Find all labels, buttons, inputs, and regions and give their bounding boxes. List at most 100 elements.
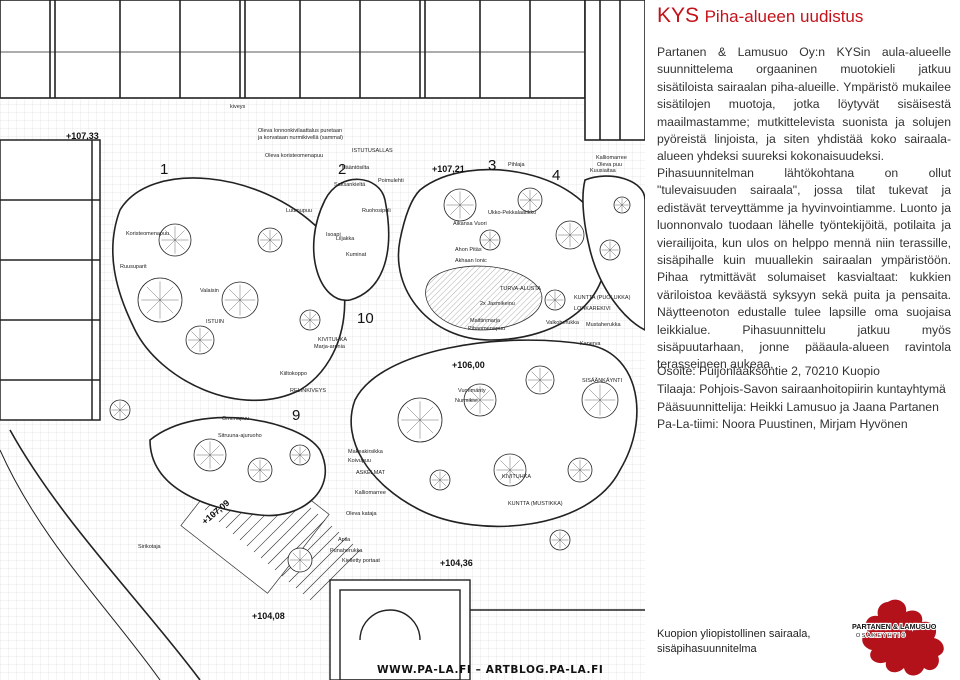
tree-branch — [529, 199, 538, 208]
tree-branch — [559, 533, 567, 541]
tree-branch — [191, 339, 201, 349]
tree-branch — [159, 299, 174, 314]
elevation: +104,36 — [440, 558, 473, 568]
tree-symbols — [109, 187, 631, 573]
courtyard-edge-inner — [0, 449, 161, 680]
logo-puzzle-shape — [862, 599, 944, 676]
logo-subtext-halo: OSAKEYHTIÖ — [856, 632, 907, 639]
plan-label: Liljakka — [336, 236, 355, 242]
entrance-structure — [329, 579, 645, 680]
info-designers: Pääsuunnittelija: Heikki Lamusuo ja Jaan… — [657, 399, 939, 414]
stair-step — [267, 513, 319, 565]
elevation: +107,33 — [66, 131, 99, 141]
plan-label: Kiiltokoppo — [280, 371, 307, 377]
tree-branch — [309, 313, 317, 321]
plan-label: Isoapi — [326, 232, 341, 238]
tree-branch — [439, 479, 447, 487]
tree-branch — [119, 403, 127, 411]
page-title: KYS Piha-alueen uudistus — [657, 4, 952, 28]
plan-label: Valkoherukka — [546, 320, 580, 326]
stair-step — [302, 543, 354, 595]
tree-branch — [200, 445, 211, 456]
plan-label: TURVA-ALUSTA — [500, 286, 541, 292]
tree-branch — [479, 390, 490, 401]
title-main: KYS — [657, 4, 700, 27]
tree-branch — [553, 539, 561, 547]
plan-label: Omenapuu — [222, 416, 249, 422]
tree-branch — [459, 195, 470, 206]
tree-branch — [589, 389, 601, 401]
tree-branch — [299, 559, 308, 568]
tree-branch — [200, 454, 211, 465]
tree-branch — [165, 230, 176, 241]
area-numbers: 1 2 3 4 9 10 — [160, 157, 560, 424]
plan-label: Saksankieltä — [334, 182, 366, 188]
logo-text-oy: OSAKEYHTIÖ — [856, 632, 907, 639]
tree-branch — [589, 399, 601, 411]
elevation: +106,00 — [452, 360, 485, 370]
tree-branch — [433, 473, 441, 481]
tree-branch — [113, 409, 121, 417]
tree-branch — [572, 469, 581, 478]
tree-branch — [174, 239, 185, 250]
tree-branch — [617, 204, 623, 210]
plan-label: Ruohosipuli — [362, 208, 391, 214]
plan-label: Oleva puu — [597, 162, 622, 168]
tree-branch — [259, 469, 268, 478]
tree-branch — [450, 195, 461, 206]
safety-surface — [425, 265, 543, 331]
tree-branch — [406, 419, 421, 434]
tree-branch — [531, 371, 541, 381]
plan-label: LOHKAREKIVI — [574, 306, 611, 312]
tree-branch — [539, 379, 549, 389]
elevation: +104,08 — [252, 611, 285, 621]
plan-label: Ruusuparit — [120, 264, 147, 270]
plan-label: KUNTTA (PUOLUKKA) — [574, 295, 631, 301]
tree-branch — [459, 204, 470, 215]
tree-branch — [229, 289, 241, 301]
tree-branch — [572, 462, 581, 471]
site-plan-drawing: 1 2 3 4 9 10 +107,33 +107,21 +106,00 +10… — [0, 0, 645, 680]
tree-branch — [489, 239, 497, 247]
tree-branch — [569, 234, 579, 244]
plan-label: Poimulehti — [378, 178, 404, 184]
plan-label: Kalliomarree — [355, 490, 386, 496]
area-number: 4 — [552, 167, 560, 184]
left-wing — [0, 139, 101, 421]
tree-branch — [419, 419, 434, 434]
tree-branch — [522, 199, 531, 208]
tree-branch — [579, 469, 588, 478]
area-number: 3 — [488, 157, 496, 174]
tree-branch — [293, 448, 301, 456]
plan-label: ISTUIN — [206, 319, 224, 325]
tree-branch — [500, 469, 511, 480]
tree-branch — [479, 399, 490, 410]
plan-label: Makeakirsikka — [348, 449, 384, 455]
plan-label: Koristeomenapuu — [126, 231, 169, 237]
tree-branch — [539, 371, 549, 381]
tree-branch — [579, 462, 588, 471]
plan-label: Kanerva — [580, 341, 601, 347]
courtyard-edge — [9, 429, 201, 680]
tree-branch — [239, 289, 251, 301]
info-address: Osoite: Puijonlaaksontie 2, 70210 Kuopio — [657, 364, 880, 378]
tree-branch — [119, 409, 127, 417]
tree-branch — [303, 319, 311, 327]
tree-branch — [259, 462, 268, 471]
logo-text-company: PARTANEN & LAMUSUO — [852, 622, 937, 631]
tree-branch — [483, 239, 491, 247]
tree-branch — [159, 286, 174, 301]
tree-branch — [621, 200, 627, 206]
info-team: Pa-La-tiimi: Noora Puustinen, Mirjam Hyv… — [657, 417, 908, 432]
tree-branch — [262, 239, 271, 248]
tree-branch — [553, 533, 561, 541]
plan-label: Maittinmarja — [470, 318, 501, 324]
tree-branch — [483, 233, 491, 241]
tree-branch — [269, 232, 278, 241]
plan-label: Kielletty portaat — [342, 558, 380, 564]
tree-branch — [199, 339, 209, 349]
plan-label: Oleva lonnonkivilaattalus puretaan — [258, 128, 342, 134]
building-outline — [0, 0, 645, 141]
tree-branch — [621, 204, 627, 210]
